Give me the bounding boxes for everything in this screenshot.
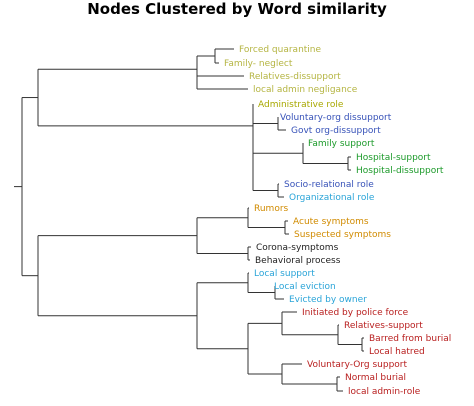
leaf-label: Initiated by police force [302,308,409,318]
leaf-label: Voluntary-Org support [307,360,408,370]
leaf-label: local admin-role [348,387,421,397]
diagram-title: Nodes Clustered by Word similarity [87,0,387,18]
leaf-label: local admin negligance [253,85,358,95]
leaf-label: Voluntary-org dissupport [280,113,392,123]
leaf-label: Hospital-dissupport [356,166,444,176]
leaf-label: Normal burial [345,373,406,383]
leaf-label: Local support [254,269,315,279]
leaf-label: Organizational role [289,193,375,203]
leaf-label: Acute symptoms [293,217,369,227]
leaf-label: Barred from burial [369,334,451,344]
leaf-label: Local eviction [274,282,336,292]
leaf-label: Govt org-dissupport [291,126,381,136]
leaf-label: Evicted by owner [289,295,367,305]
leaf-label: Behavioral process [255,256,341,266]
leaf-label: Administrative role [258,100,344,110]
leaf-label: Suspected symptoms [294,230,391,240]
leaf-label: Family support [308,139,375,149]
leaf-label: Forced quarantine [239,45,322,55]
leaf-label: Socio-relational role [284,180,374,190]
leaf-label: Hospital-support [356,153,431,163]
leaf-label: Local hatred [369,347,425,357]
leaf-label: Relatives-dissupport [249,72,341,82]
leaf-label: Corona-symptoms [256,243,339,253]
leaf-label: Rumors [254,204,289,214]
leaf-label: Family- neglect [224,59,293,69]
dendrogram-links [14,48,364,392]
leaf-label: Relatives-support [344,321,423,331]
